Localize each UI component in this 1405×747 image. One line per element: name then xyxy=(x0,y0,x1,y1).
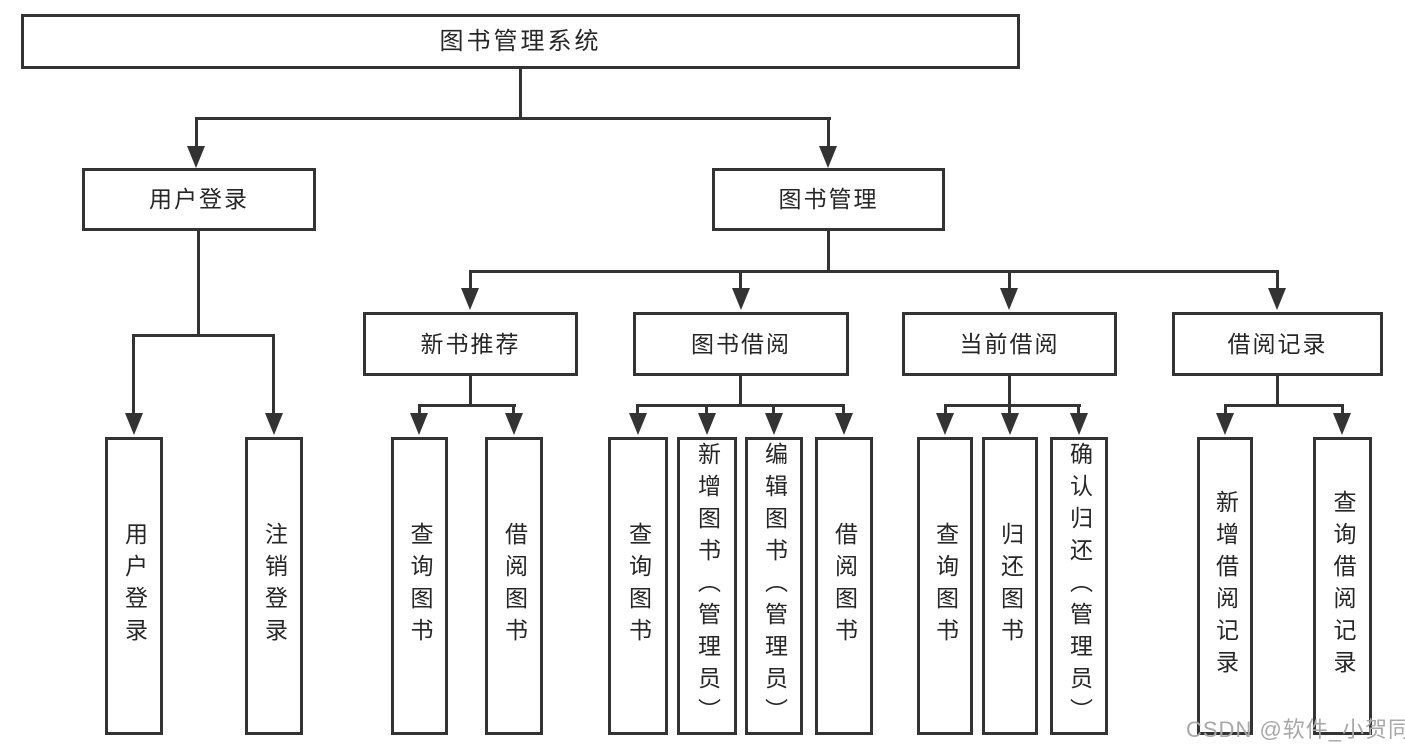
connector-line xyxy=(739,376,742,407)
arrow-down-icon xyxy=(1000,288,1018,310)
leaf-label: 查询图书 xyxy=(407,522,433,650)
connector-line xyxy=(705,404,708,416)
connector-line xyxy=(1224,404,1344,407)
leaf-query-books-borrowing: 查询图书 xyxy=(608,437,668,735)
leaf-label: 新增图书（管理员） xyxy=(694,442,721,730)
connector-line xyxy=(944,404,1081,407)
connector-line xyxy=(1224,404,1227,416)
leaf-label: 借阅图书 xyxy=(501,522,528,650)
leaf-label: 借阅图书 xyxy=(831,522,858,650)
leaf-label: 查询图书 xyxy=(625,522,652,650)
connector-line xyxy=(1341,404,1344,416)
connector-line xyxy=(739,270,742,292)
leaf-label: 查询借阅记录 xyxy=(1330,490,1356,682)
arrow-down-icon xyxy=(410,413,428,435)
arrow-down-icon xyxy=(819,146,837,168)
arrow-down-icon xyxy=(698,413,716,435)
connector-line xyxy=(1008,270,1011,292)
connector-line xyxy=(469,270,1279,273)
arrow-down-icon xyxy=(505,413,523,435)
leaf-add-books-admin: 新增图书（管理员） xyxy=(677,437,737,735)
leaf-borrow-books: 借阅图书 xyxy=(815,437,873,735)
arrow-down-icon xyxy=(732,288,750,310)
leaf-label: 用户登录 xyxy=(121,522,148,650)
arrow-down-icon xyxy=(936,413,954,435)
connector-line xyxy=(132,334,275,337)
leaf-borrow-books-recommend: 借阅图书 xyxy=(485,437,543,735)
connector-line xyxy=(272,334,275,418)
arrow-down-icon xyxy=(461,288,479,310)
connector-line xyxy=(469,376,472,407)
arrow-down-icon xyxy=(1001,413,1019,435)
connector-line xyxy=(1276,376,1279,407)
arrow-down-icon xyxy=(629,413,647,435)
arrow-down-icon xyxy=(265,413,283,435)
node-book-borrowing: 图书借阅 xyxy=(633,312,849,376)
leaf-query-books-current: 查询图书 xyxy=(917,437,973,735)
connector-line xyxy=(418,404,421,416)
node-user-login: 用户登录 xyxy=(82,168,316,231)
arrow-down-icon xyxy=(1070,413,1088,435)
connector-line xyxy=(512,404,515,416)
node-new-book-recommend: 新书推荐 xyxy=(363,312,578,376)
connector-line xyxy=(772,404,775,416)
connector-line xyxy=(1077,404,1080,416)
connector-line xyxy=(827,231,830,273)
arrow-down-icon xyxy=(1333,413,1351,435)
node-book-management: 图书管理 xyxy=(712,168,945,231)
arrow-down-icon xyxy=(1216,413,1234,435)
node-borrowing-records: 借阅记录 xyxy=(1172,312,1383,376)
connector-line xyxy=(132,334,135,418)
connector-line xyxy=(1276,270,1279,292)
connector-line xyxy=(944,404,947,416)
leaf-confirm-return-admin: 确认归还（管理员） xyxy=(1050,437,1108,735)
leaf-return-books: 归还图书 xyxy=(982,437,1038,735)
arrow-down-icon xyxy=(1268,288,1286,310)
leaf-add-borrow-record: 新增借阅记录 xyxy=(1197,437,1253,735)
leaf-label: 注销登录 xyxy=(261,522,288,650)
connector-line xyxy=(197,231,200,337)
connector-line xyxy=(195,117,198,150)
arrow-down-icon xyxy=(187,146,205,168)
arrow-down-icon xyxy=(765,413,783,435)
leaf-logout: 注销登录 xyxy=(245,437,303,735)
leaf-label: 查询图书 xyxy=(932,522,959,650)
watermark: CSDN @软件_小贺同学 xyxy=(1186,717,1405,742)
leaf-label: 归还图书 xyxy=(997,522,1024,650)
connector-line xyxy=(469,270,472,292)
leaf-query-books-recommend: 查询图书 xyxy=(391,437,448,735)
leaf-label: 新增借阅记录 xyxy=(1212,490,1239,682)
connector-line xyxy=(519,69,522,118)
leaf-label: 编辑图书（管理员） xyxy=(761,442,788,730)
arrow-down-icon xyxy=(835,413,853,435)
arrow-down-icon xyxy=(125,413,143,435)
leaf-query-borrow-record: 查询借阅记录 xyxy=(1313,437,1372,735)
connector-line xyxy=(195,117,831,120)
connector-line xyxy=(418,404,516,407)
leaf-user-login: 用户登录 xyxy=(105,437,163,735)
connector-line xyxy=(636,404,639,416)
connector-line xyxy=(1008,376,1011,407)
leaf-edit-books-admin: 编辑图书（管理员） xyxy=(745,437,803,735)
connector-line xyxy=(1008,404,1011,416)
connector-line xyxy=(636,404,845,407)
node-library-management-system: 图书管理系统 xyxy=(21,14,1020,69)
connector-line xyxy=(842,404,845,416)
node-current-borrowing: 当前借阅 xyxy=(902,312,1117,376)
leaf-label: 确认归还（管理员） xyxy=(1066,442,1093,730)
connector-line xyxy=(827,117,830,150)
